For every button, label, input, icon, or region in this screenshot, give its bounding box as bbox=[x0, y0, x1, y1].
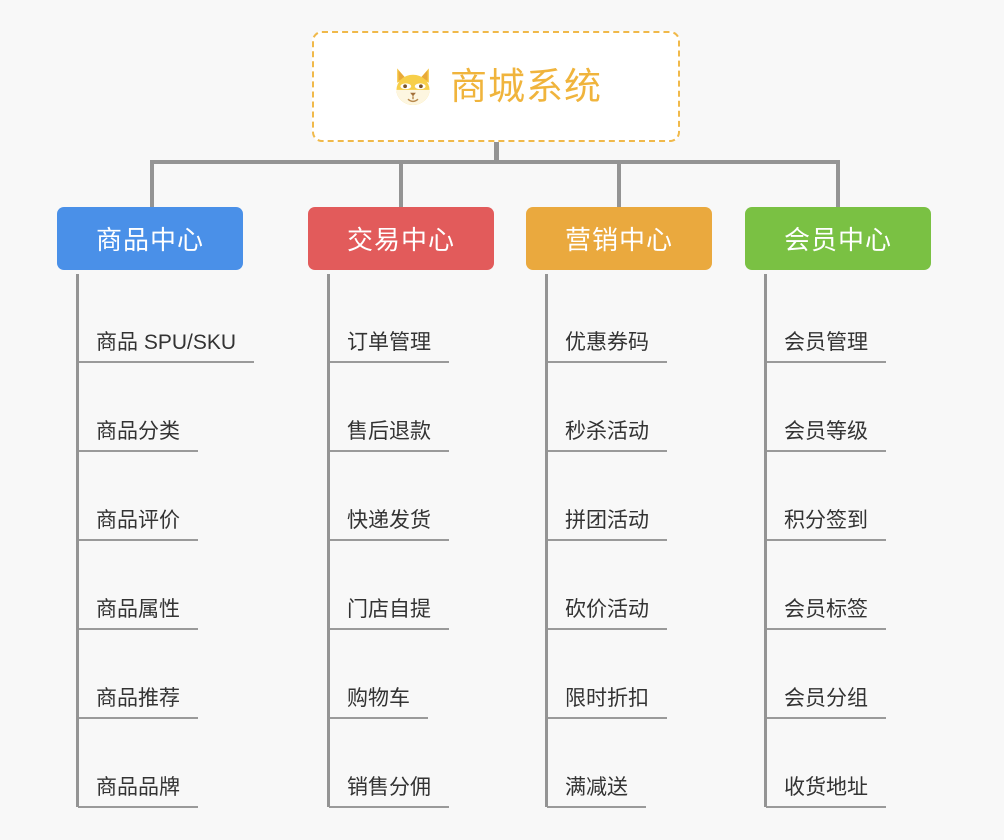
connector-root-stem bbox=[494, 142, 499, 163]
leaf-label: 秒杀活动 bbox=[547, 420, 667, 452]
list-item[interactable]: 砍价活动 bbox=[547, 541, 712, 630]
list-item[interactable]: 会员等级 bbox=[766, 363, 931, 452]
branch-body-4: 会员管理 会员等级 积分签到 会员标签 会员分组 收货地址 bbox=[745, 274, 931, 808]
branch-body-3: 优惠券码 秒杀活动 拼团活动 砍价活动 限时折扣 满减送 bbox=[526, 274, 712, 808]
branch-column-1: 商品中心 商品 SPU/SKU 商品分类 商品评价 商品属性 商品推荐 商品品牌 bbox=[57, 207, 255, 808]
leaf-label: 积分签到 bbox=[766, 509, 886, 541]
leaf-label: 快递发货 bbox=[329, 509, 449, 541]
branch-header-1[interactable]: 商品中心 bbox=[57, 207, 243, 270]
leaf-label: 购物车 bbox=[329, 687, 428, 719]
branch-header-4[interactable]: 会员中心 bbox=[745, 207, 931, 270]
leaf-label: 会员等级 bbox=[766, 420, 886, 452]
list-item[interactable]: 购物车 bbox=[329, 630, 494, 719]
list-item[interactable]: 收货地址 bbox=[766, 719, 931, 808]
leaf-label: 门店自提 bbox=[329, 598, 449, 630]
branch-spine-2 bbox=[327, 274, 330, 807]
branch-header-label-4: 会员中心 bbox=[783, 225, 892, 255]
connector-drop-4 bbox=[836, 160, 840, 207]
list-item[interactable]: 会员分组 bbox=[766, 630, 931, 719]
leaf-label: 会员管理 bbox=[766, 331, 886, 363]
list-item[interactable]: 商品品牌 bbox=[78, 719, 243, 808]
list-item[interactable]: 商品属性 bbox=[78, 541, 243, 630]
leaf-list-2: 订单管理 售后退款 快递发货 门店自提 购物车 销售分佣 bbox=[329, 274, 494, 808]
leaf-list-1: 商品 SPU/SKU 商品分类 商品评价 商品属性 商品推荐 商品品牌 bbox=[78, 274, 255, 808]
leaf-list-4: 会员管理 会员等级 积分签到 会员标签 会员分组 收货地址 bbox=[766, 274, 931, 808]
leaf-label: 商品分类 bbox=[78, 420, 198, 452]
list-item[interactable]: 订单管理 bbox=[329, 274, 494, 363]
list-item[interactable]: 会员管理 bbox=[766, 274, 931, 363]
leaf-label: 限时折扣 bbox=[547, 687, 667, 719]
leaf-label: 销售分佣 bbox=[329, 776, 449, 808]
branch-header-2[interactable]: 交易中心 bbox=[308, 207, 494, 270]
leaf-list-3: 优惠券码 秒杀活动 拼团活动 砍价活动 限时折扣 满减送 bbox=[547, 274, 712, 808]
list-item[interactable]: 售后退款 bbox=[329, 363, 494, 452]
list-item[interactable]: 拼团活动 bbox=[547, 452, 712, 541]
list-item[interactable]: 商品 SPU/SKU bbox=[78, 274, 255, 363]
branch-spine-4 bbox=[764, 274, 767, 807]
leaf-label: 商品 SPU/SKU bbox=[78, 331, 255, 363]
list-item[interactable]: 满减送 bbox=[547, 719, 712, 808]
branch-spine-3 bbox=[545, 274, 548, 807]
list-item[interactable]: 限时折扣 bbox=[547, 630, 712, 719]
branch-column-3: 营销中心 优惠券码 秒杀活动 拼团活动 砍价活动 限时折扣 满减送 bbox=[526, 207, 712, 808]
shiba-dog-icon bbox=[396, 67, 430, 105]
branch-spine-1 bbox=[76, 274, 79, 807]
branch-column-4: 会员中心 会员管理 会员等级 积分签到 会员标签 会员分组 收货地址 bbox=[745, 207, 931, 808]
branch-header-3[interactable]: 营销中心 bbox=[526, 207, 712, 270]
list-item[interactable]: 秒杀活动 bbox=[547, 363, 712, 452]
leaf-label: 商品品牌 bbox=[78, 776, 198, 808]
list-item[interactable]: 积分签到 bbox=[766, 452, 931, 541]
leaf-label: 售后退款 bbox=[329, 420, 449, 452]
branch-header-label-2: 交易中心 bbox=[346, 225, 455, 255]
branch-header-label-3: 营销中心 bbox=[564, 225, 673, 255]
leaf-label: 优惠券码 bbox=[547, 331, 667, 363]
list-item[interactable]: 会员标签 bbox=[766, 541, 931, 630]
list-item[interactable]: 商品推荐 bbox=[78, 630, 243, 719]
list-item[interactable]: 优惠券码 bbox=[547, 274, 712, 363]
branch-body-2: 订单管理 售后退款 快递发货 门店自提 购物车 销售分佣 bbox=[308, 274, 494, 808]
connector-horizontal-bus bbox=[150, 160, 840, 164]
list-item[interactable]: 商品评价 bbox=[78, 452, 243, 541]
leaf-label: 商品评价 bbox=[78, 509, 198, 541]
leaf-label: 商品推荐 bbox=[78, 687, 198, 719]
branch-column-2: 交易中心 订单管理 售后退款 快递发货 门店自提 购物车 销售分佣 bbox=[308, 207, 494, 808]
leaf-label: 会员分组 bbox=[766, 687, 886, 719]
connector-drop-3 bbox=[617, 160, 621, 207]
list-item[interactable]: 商品分类 bbox=[78, 363, 243, 452]
leaf-label: 商品属性 bbox=[78, 598, 198, 630]
leaf-label: 收货地址 bbox=[766, 776, 886, 808]
branch-body-1: 商品 SPU/SKU 商品分类 商品评价 商品属性 商品推荐 商品品牌 bbox=[57, 274, 255, 808]
list-item[interactable]: 快递发货 bbox=[329, 452, 494, 541]
list-item[interactable]: 门店自提 bbox=[329, 541, 494, 630]
connector-drop-1 bbox=[150, 160, 154, 207]
root-node[interactable]: 商城系统 bbox=[312, 31, 680, 142]
list-item[interactable]: 销售分佣 bbox=[329, 719, 494, 808]
connector-drop-2 bbox=[399, 160, 403, 207]
leaf-label: 砍价活动 bbox=[547, 598, 667, 630]
leaf-label: 拼团活动 bbox=[547, 509, 667, 541]
root-title: 商城系统 bbox=[450, 66, 602, 107]
leaf-label: 会员标签 bbox=[766, 598, 886, 630]
leaf-label: 满减送 bbox=[547, 776, 646, 808]
branch-header-label-1: 商品中心 bbox=[95, 225, 204, 255]
leaf-label: 订单管理 bbox=[329, 331, 449, 363]
